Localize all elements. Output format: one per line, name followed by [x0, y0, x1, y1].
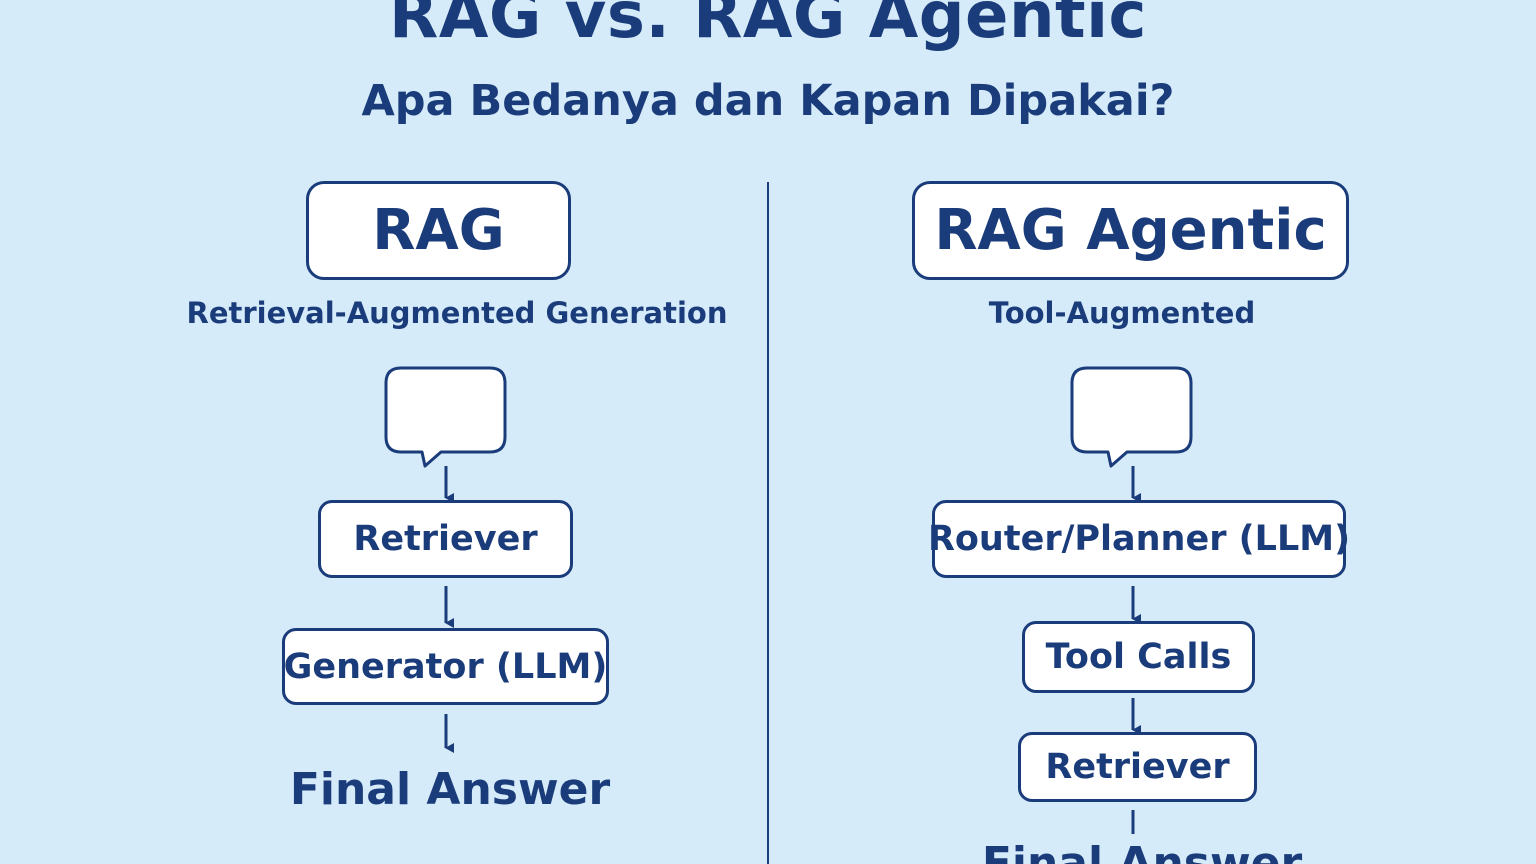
- page-subtitle: Apa Bedanya dan Kapan Dipakai?: [361, 76, 1175, 126]
- rag-agentic-header-label: RAG Agentic: [934, 198, 1327, 263]
- column-divider: [767, 182, 769, 864]
- rag-agentic-step-retriever-label: Retriever: [1045, 747, 1230, 787]
- rag-agentic-header-box: RAG Agentic: [912, 181, 1349, 280]
- rag-agentic-step-tool-calls: Tool Calls: [1022, 621, 1255, 693]
- rag-agentic-step-retriever: Retriever: [1018, 732, 1257, 802]
- rag-agentic-step-tool-calls-label: Tool Calls: [1045, 637, 1232, 677]
- rag-agentic-question-mark: ?: [1115, 374, 1149, 442]
- rag-step-retriever: Retriever: [318, 500, 573, 578]
- rag-agentic-final-answer: Final Answer: [981, 838, 1303, 864]
- rag-header-label: RAG: [372, 198, 505, 263]
- rag-agentic-description: Tool-Augmented: [988, 296, 1256, 330]
- rag-header-box: RAG: [306, 181, 571, 280]
- rag-final-answer: Final Answer: [289, 764, 611, 815]
- rag-agentic-step-router-label: Router/Planner (LLM): [927, 519, 1351, 559]
- rag-step-generator: Generator (LLM): [282, 628, 609, 705]
- rag-step-generator-label: Generator (LLM): [283, 646, 608, 687]
- rag-description: Retrieval-Augmented Generation: [186, 296, 728, 330]
- rag-question-mark: ?: [429, 374, 463, 442]
- rag-agentic-step-router: Router/Planner (LLM): [928, 500, 1350, 578]
- rag-step-retriever-label: Retriever: [353, 519, 538, 559]
- page-title: RAG vs. RAG Agentic: [389, 0, 1147, 53]
